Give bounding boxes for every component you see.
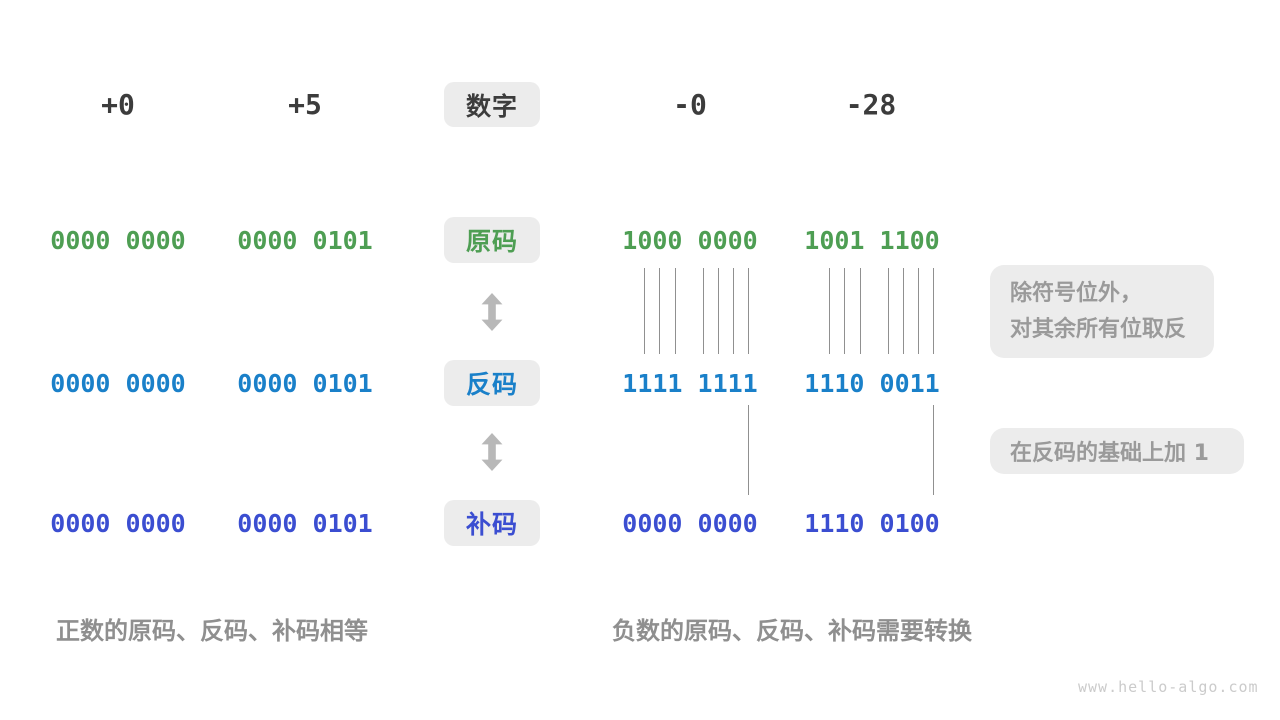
- bit-line: [860, 268, 861, 354]
- note-invert-line1: 除符号位外，: [1010, 281, 1143, 306]
- sign-magnitude-pos-zero: 0000 0000: [50, 226, 186, 255]
- twos-complement-pos-zero: 0000 0000: [50, 509, 186, 538]
- twos-complement-pos-five: 0000 0101: [237, 509, 373, 538]
- tag-number: 数字: [444, 82, 540, 127]
- caption-negative: 负数的原码、反码、补码需要转换: [612, 617, 972, 645]
- bit-line: [933, 268, 934, 354]
- number-label-neg-28: -28: [845, 88, 897, 121]
- add-one-line-neg-28: [933, 405, 934, 495]
- bit-line: [703, 268, 704, 354]
- bit-line: [918, 268, 919, 354]
- bit-line: [659, 268, 660, 354]
- bit-line: [748, 268, 749, 354]
- ones-complement-neg-zero: 1111 1111: [622, 369, 758, 398]
- number-label-pos-five: +5: [288, 88, 322, 121]
- tag-twos-complement: 补码: [444, 500, 540, 546]
- bit-line: [718, 268, 719, 354]
- bit-line: [903, 268, 904, 354]
- watermark-url: www.hello-algo.com: [1078, 678, 1259, 696]
- twos-complement-neg-28: 1110 0100: [804, 509, 940, 538]
- bit-line: [675, 268, 676, 354]
- bit-line: [644, 268, 645, 354]
- double-arrow-icon: [479, 293, 505, 331]
- note-invert-line2: 对其余所有位取反: [1010, 317, 1187, 342]
- ones-complement-pos-zero: 0000 0000: [50, 369, 186, 398]
- sign-magnitude-neg-28: 1001 1100: [804, 226, 940, 255]
- bit-line: [829, 268, 830, 354]
- note-invert-bits: 除符号位外， 对其余所有位取反: [990, 265, 1214, 358]
- note-add-one: 在反码的基础上加 1: [990, 428, 1244, 474]
- number-label-pos-zero: +0: [101, 88, 135, 121]
- bit-line: [844, 268, 845, 354]
- add-one-line-neg-zero: [748, 405, 749, 495]
- ones-complement-pos-five: 0000 0101: [237, 369, 373, 398]
- ones-complement-neg-28: 1110 0011: [804, 369, 940, 398]
- sign-magnitude-pos-five: 0000 0101: [237, 226, 373, 255]
- number-label-neg-zero: -0: [673, 88, 707, 121]
- double-arrow-icon: [479, 433, 505, 471]
- tag-sign-magnitude: 原码: [444, 217, 540, 263]
- bit-line: [888, 268, 889, 354]
- twos-complement-neg-zero: 0000 0000: [622, 509, 758, 538]
- caption-positive: 正数的原码、反码、补码相等: [56, 617, 368, 645]
- tag-ones-complement: 反码: [444, 360, 540, 406]
- bit-line: [733, 268, 734, 354]
- sign-magnitude-neg-zero: 1000 0000: [622, 226, 758, 255]
- note-add-one-text: 在反码的基础上加 1: [1010, 441, 1209, 466]
